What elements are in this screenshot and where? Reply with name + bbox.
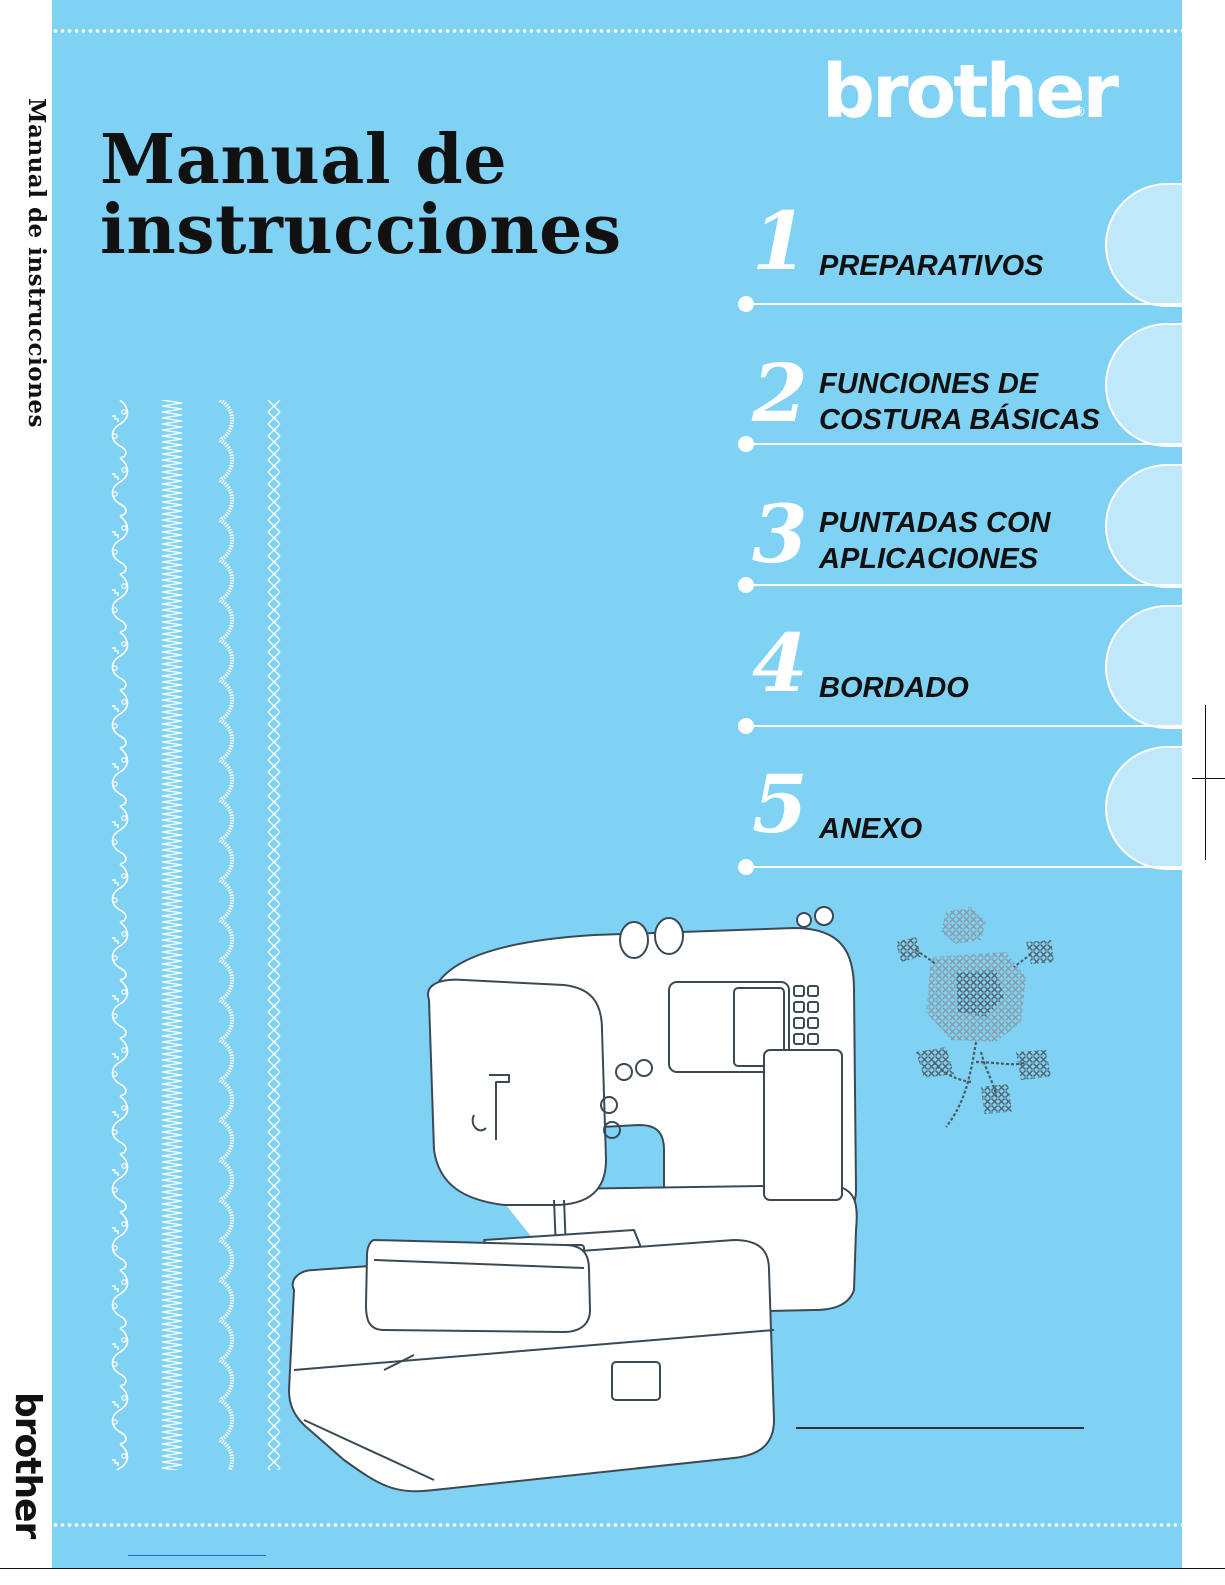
chapter-number: 2 [752,353,808,433]
zigzag-stitch-icon [160,400,184,1470]
top-dotted-border [52,28,1182,34]
chapter-bullet [738,577,754,593]
chapter-label: PUNTADAS CON APLICACIONES [819,505,1050,577]
spine-title: Manual de instrucciones [2,98,50,438]
chapter-label: PREPARATIVOS [819,248,1044,284]
chapter-label: FUNCIONES DE COSTURA BÁSICAS [819,366,1100,438]
registered-mark: ® [1074,105,1086,119]
chapter-number: 5 [752,764,808,844]
chapter-tab-4[interactable] [1105,605,1182,729]
chapter-tab-1[interactable] [1105,183,1182,307]
chapter-number: 1 [752,201,808,281]
cover: brother ® Manual de instrucciones 1 PREP… [52,0,1182,1568]
chapter-label-line1: ANEXO [819,811,922,847]
decorative-floral-stitch-icon [108,400,132,1470]
spine-brand-logo: brother [8,1392,48,1532]
chapter-bullet [738,436,754,452]
spine-brand-text: brother [7,1392,48,1538]
bottom-dotted-border [52,1522,1182,1528]
sewing-machine-icon [234,900,864,1500]
brand-logo: brother [822,55,1116,129]
chapter-label: ANEXO [819,811,922,847]
chapter-bullet [738,859,754,875]
chapter-rule [746,584,1182,586]
crop-mark-vertical [1205,705,1206,860]
chapter-rule [746,866,1182,868]
chapter-label-line1: BORDADO [819,670,969,706]
spine: Manual de instrucciones brother [0,0,52,1585]
chapter-tab-3[interactable] [1105,464,1182,588]
page-bottom-edge [0,1568,1225,1569]
chapter-tab-2[interactable] [1105,323,1182,447]
spine-title-text: Manual de instrucciones [23,98,50,428]
chapter-label-line1: PUNTADAS CON [819,505,1050,541]
chapter-rule [746,725,1182,727]
chapter-label-line2: APLICACIONES [819,541,1050,577]
chapter-label-line1: PREPARATIVOS [819,248,1044,284]
chapter-1[interactable]: 1 PREPARATIVOS [52,183,1182,323]
chapter-bullet [738,718,754,734]
chapter-label-line1: FUNCIONES DE [819,366,1100,402]
crop-mark-horizontal [1192,778,1225,779]
chapter-label: BORDADO [819,670,969,706]
chapter-rule [746,303,1182,305]
chapter-label-line2: COSTURA BÁSICAS [819,402,1100,438]
signature-line [796,1427,1084,1429]
cross-stitch-flower-icon [886,902,1066,1132]
chapter-tab-5[interactable] [1105,746,1182,870]
chapter-number: 3 [752,494,808,574]
chapter-number: 4 [752,623,808,703]
bottom-link-underline [128,1555,266,1556]
chapter-bullet [738,296,754,312]
chapter-rule [746,443,1182,445]
